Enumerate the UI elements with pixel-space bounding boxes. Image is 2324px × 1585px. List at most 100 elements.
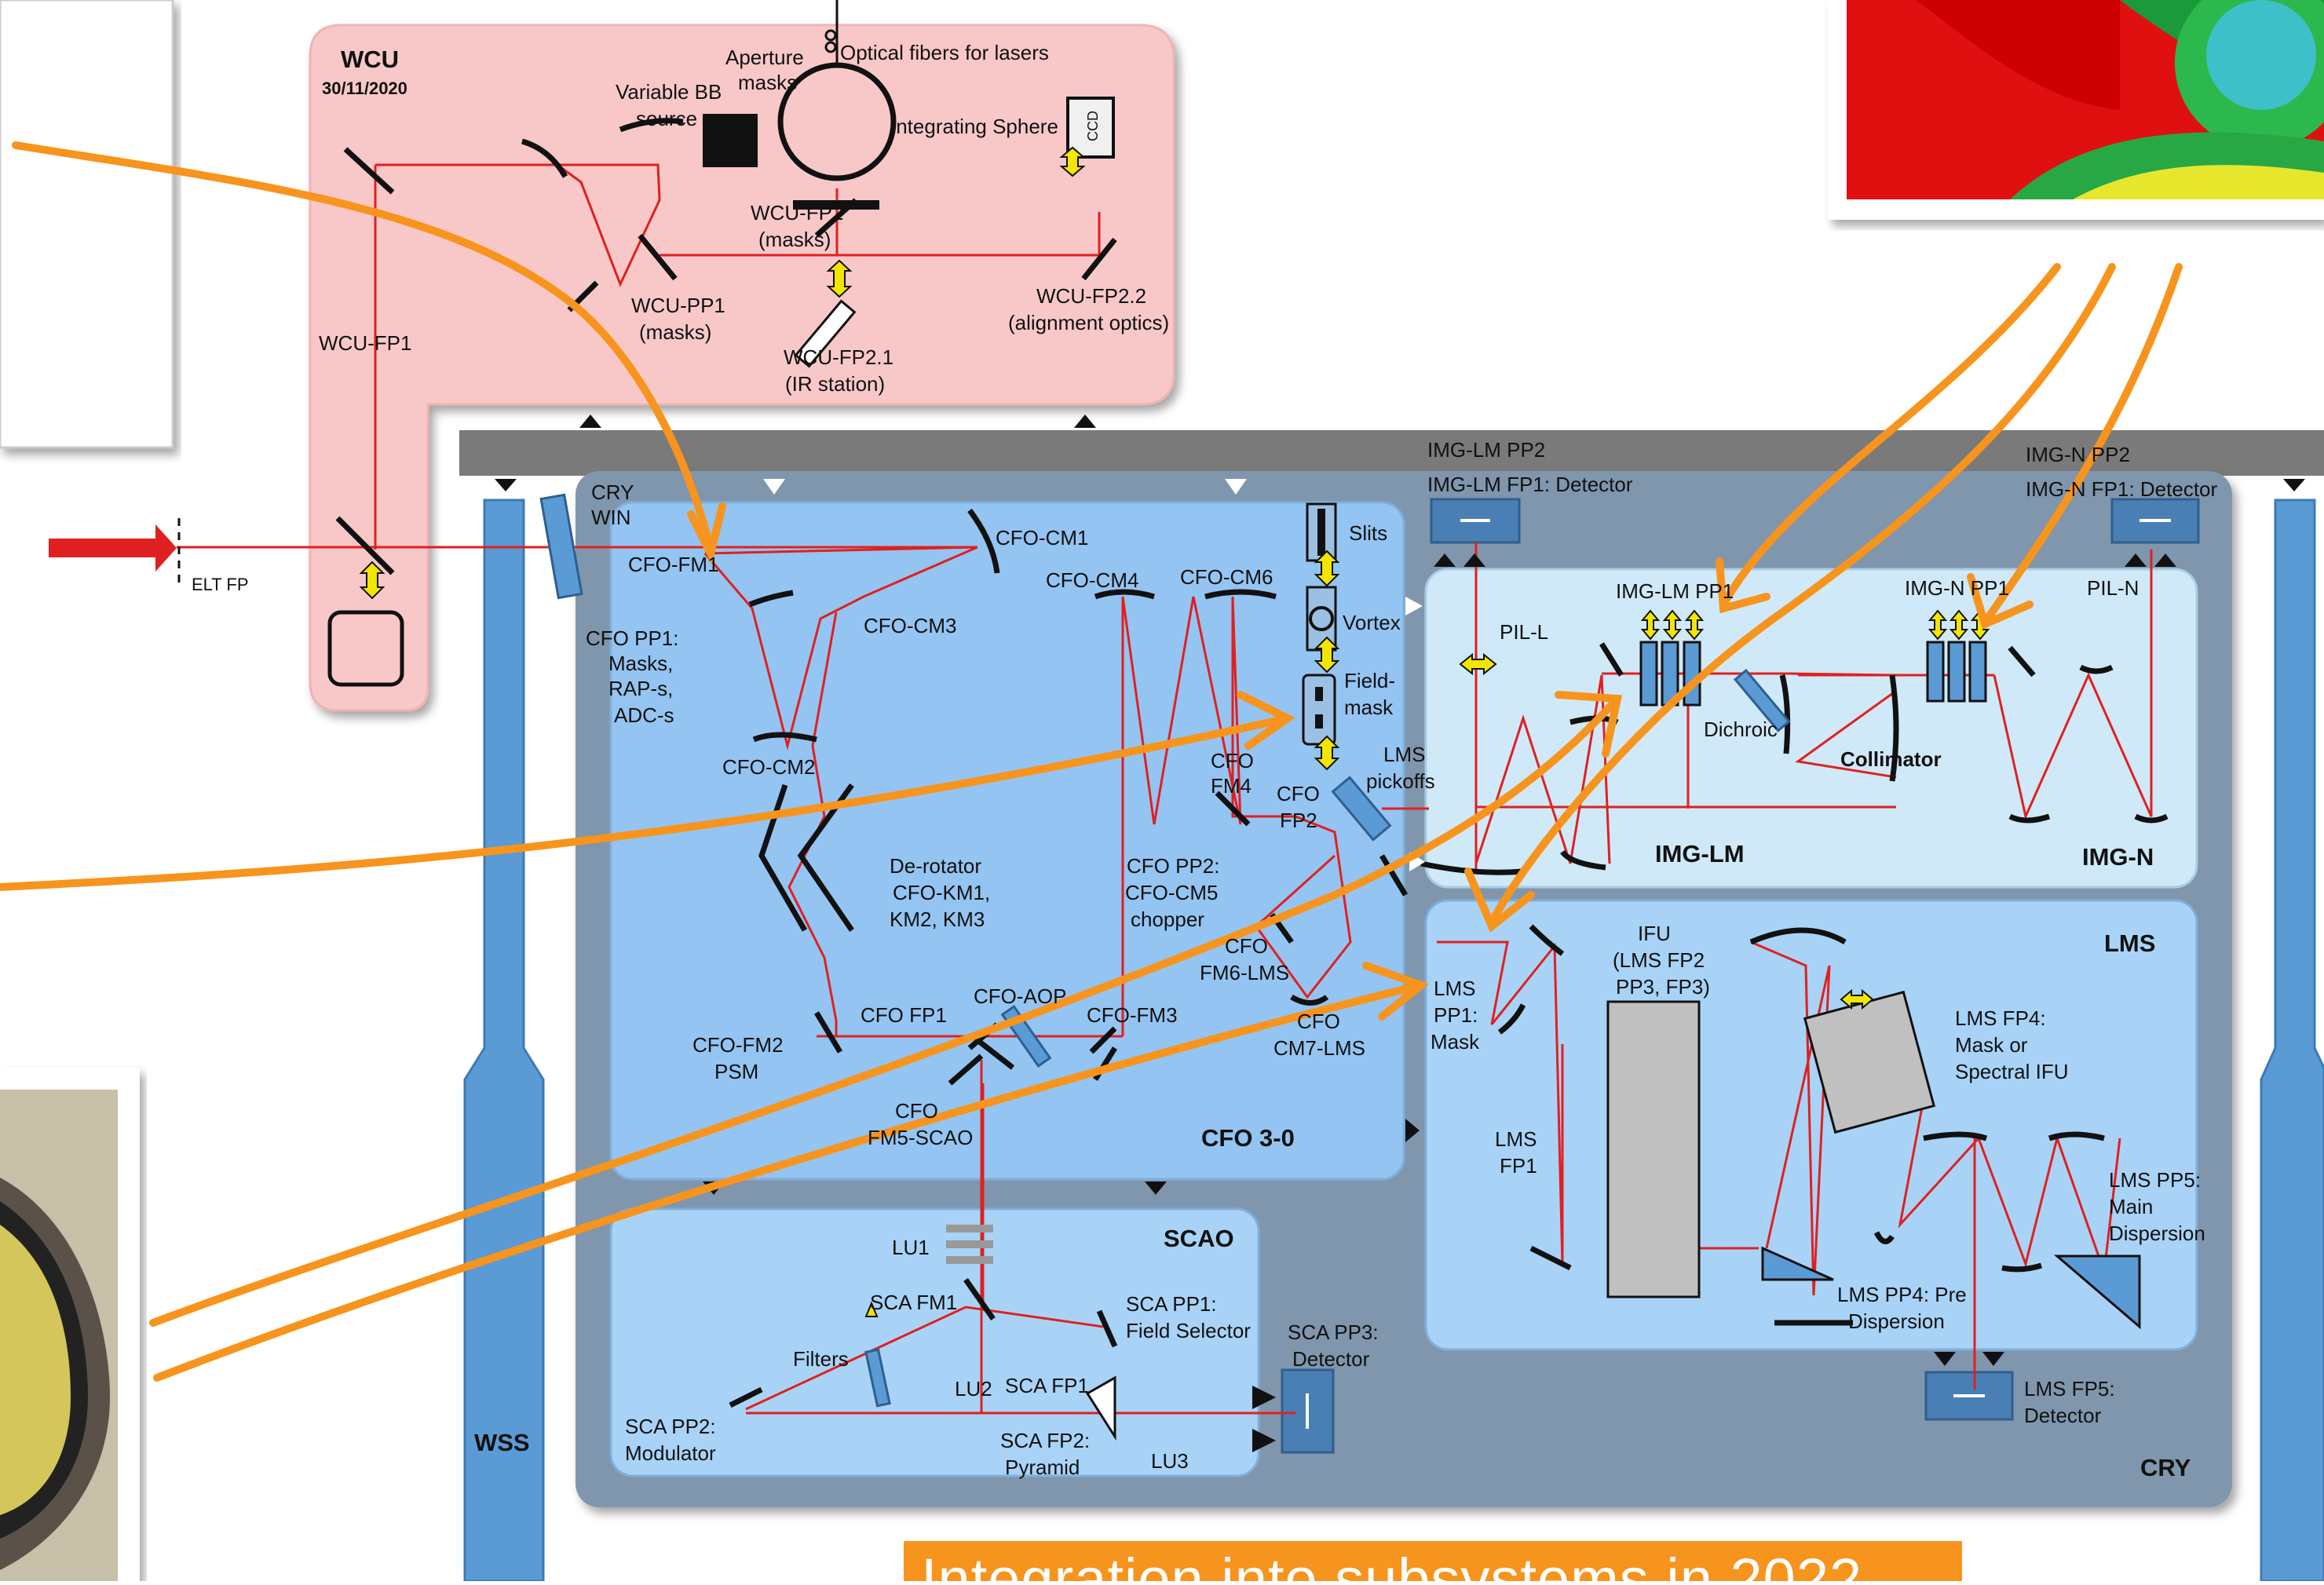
svg-text:ELT FP: ELT FP [192,575,249,594]
svg-text:Optical fibers for lasers: Optical fibers for lasers [840,41,1049,64]
svg-text:CFO-FM3: CFO-FM3 [1087,1003,1178,1027]
svg-text:Main: Main [2109,1195,2153,1218]
svg-text:LMS PP5:: LMS PP5: [2109,1168,2201,1192]
svg-text:ADC-s: ADC-s [614,703,674,727]
svg-text:(LMS FP2: (LMS FP2 [1613,948,1705,972]
svg-text:SCA FP2:: SCA FP2: [1000,1429,1090,1452]
svg-text:Aperture: Aperture [725,46,804,69]
svg-text:CFO-CM3: CFO-CM3 [864,614,956,637]
svg-text:Field-: Field- [1344,669,1395,692]
svg-text:Detector: Detector [2024,1404,2102,1427]
svg-text:IFU: IFU [1638,922,1671,945]
lms-title: LMS [2104,929,2155,957]
svg-text:PIL-N: PIL-N [2087,576,2139,600]
svg-text:RAP-s,: RAP-s, [608,677,673,700]
img-n-title: IMG-N [2082,843,2154,871]
svg-text:LU2: LU2 [955,1377,992,1401]
svg-text:FM4: FM4 [1211,774,1252,798]
scao-title: SCAO [1164,1225,1234,1252]
svg-text:source: source [636,107,697,130]
svg-text:Masks,: Masks, [608,652,673,675]
svg-text:SCA PP1:: SCA PP1: [1126,1292,1217,1316]
svg-text:IMG-N PP1: IMG-N PP1 [1905,576,2009,600]
svg-text:Integrating Sphere: Integrating Sphere [890,115,1058,138]
svg-text:CFO FP1: CFO FP1 [861,1003,947,1027]
caption-banner: Integration into subsystems in 2022 [904,1541,1962,1581]
svg-text:CFO-AOP: CFO-AOP [974,984,1066,1008]
svg-text:Collimator: Collimator [1840,747,1942,771]
svg-text:Variable BB: Variable BB [616,80,722,104]
svg-text:WCU-FP2.2: WCU-FP2.2 [1036,284,1146,308]
lms-panel [1426,900,2197,1349]
svg-text:LU3: LU3 [1151,1449,1189,1473]
svg-text:LMS FP5:: LMS FP5: [2024,1377,2115,1401]
svg-text:Field Selector: Field Selector [1126,1319,1251,1342]
svg-text:IMG-N FP1: Detector: IMG-N FP1: Detector [2026,477,2217,501]
svg-text:Spectral IFU: Spectral IFU [1955,1060,2069,1083]
svg-text:CFO-FM1: CFO-FM1 [628,553,719,576]
photo-bottom-left [0,1068,140,1581]
svg-text:CFO PP1:: CFO PP1: [586,626,678,650]
wcu-title: WCU [341,46,399,73]
svg-text:PSM: PSM [714,1060,758,1083]
elt-input-arrow [49,518,179,585]
svg-text:LMS FP4:: LMS FP4: [1955,1006,2046,1030]
img-lm-title: IMG-LM [1655,840,1745,867]
svg-text:CRY: CRY [591,480,634,504]
svg-text:PP3, FP3): PP3, FP3) [1616,975,1710,999]
svg-text:Dispersion: Dispersion [2109,1222,2205,1245]
wcu-date: 30/11/2020 [322,79,407,98]
wss-right [2261,500,2324,1581]
svg-text:(IR station): (IR station) [785,372,885,396]
ifu-box [1608,1002,1699,1297]
svg-text:FM6-LMS: FM6-LMS [1200,961,1289,984]
svg-text:LMS: LMS [1495,1127,1537,1151]
svg-text:PP1:: PP1: [1434,1003,1478,1027]
svg-text:chopper: chopper [1131,908,1204,931]
slits-wheel [1307,504,1336,561]
cry-label: CRY [2140,1454,2191,1481]
svg-text:CFO PP2:: CFO PP2: [1127,854,1219,878]
svg-text:IMG-LM PP2: IMG-LM PP2 [1427,438,1545,462]
svg-text:CFO: CFO [1297,1010,1340,1033]
photo-top-left [0,0,173,447]
vortex-wheel [1307,587,1336,650]
img-panel [1426,569,2197,887]
svg-text:CFO-CM2: CFO-CM2 [722,755,815,779]
svg-text:De-rotator: De-rotator [890,854,981,878]
svg-text:WCU-FP2.1: WCU-FP2.1 [784,345,893,369]
svg-text:Pyramid: Pyramid [1005,1455,1080,1479]
svg-text:Slits: Slits [1349,521,1387,545]
lu1-lenses [946,1225,993,1264]
svg-text:Filters: Filters [793,1347,849,1371]
svg-text:WCU-PP1: WCU-PP1 [631,294,725,317]
svg-text:WCU-FP1: WCU-FP1 [319,331,411,355]
svg-text:LU1: LU1 [892,1236,930,1259]
wss-left [465,500,543,1581]
svg-text:KM2, KM3: KM2, KM3 [890,908,985,931]
svg-text:CM7-LMS: CM7-LMS [1273,1036,1365,1060]
svg-text:SCA FM1: SCA FM1 [870,1291,957,1314]
svg-text:CFO-CM6: CFO-CM6 [1180,565,1273,589]
svg-text:CFO: CFO [895,1099,938,1123]
svg-text:Modulator: Modulator [625,1441,716,1465]
svg-text:LMS PP4: Pre: LMS PP4: Pre [1837,1283,1967,1306]
svg-text:FM5-SCAO: FM5-SCAO [868,1126,973,1149]
photo-top-right [1828,0,2324,220]
svg-text:PIL-L: PIL-L [1500,620,1548,644]
cfo-title: CFO 3-0 [1201,1124,1295,1152]
svg-text:Vortex: Vortex [1343,611,1401,634]
svg-text:Detector: Detector [1292,1347,1370,1371]
svg-text:Dichroic: Dichroic [1704,718,1778,741]
svg-text:LMS: LMS [1434,977,1475,1000]
svg-text:SCA FP1: SCA FP1 [1005,1374,1089,1397]
img-lm-filters [1641,642,1700,705]
svg-text:CCD: CCD [1085,111,1101,141]
svg-text:(masks): (masks) [639,320,711,344]
svg-text:Mask: Mask [1431,1030,1480,1054]
svg-text:IMG-N PP2: IMG-N PP2 [2026,443,2130,466]
caption-text: Integration into subsystems in 2022 [921,1546,1862,1581]
svg-text:CFO-CM5: CFO-CM5 [1125,881,1218,904]
